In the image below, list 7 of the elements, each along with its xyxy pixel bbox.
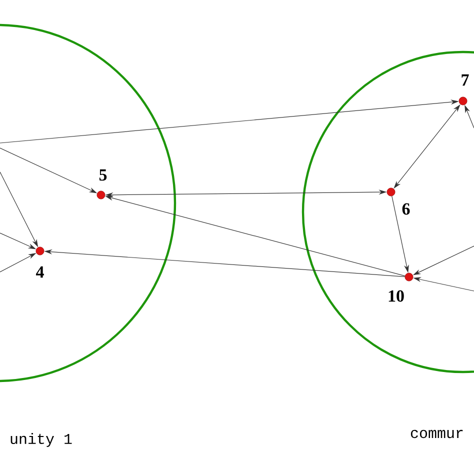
vertex-label: 5 bbox=[99, 169, 107, 181]
community-label: unity 1 bbox=[10, 433, 72, 447]
vertex-label: 10 bbox=[388, 290, 404, 302]
vertex-label: 6 bbox=[402, 203, 410, 215]
community-label: commur bbox=[410, 430, 463, 438]
vertex-label: 7 bbox=[462, 74, 469, 86]
vertex-label: 4 bbox=[36, 266, 44, 278]
